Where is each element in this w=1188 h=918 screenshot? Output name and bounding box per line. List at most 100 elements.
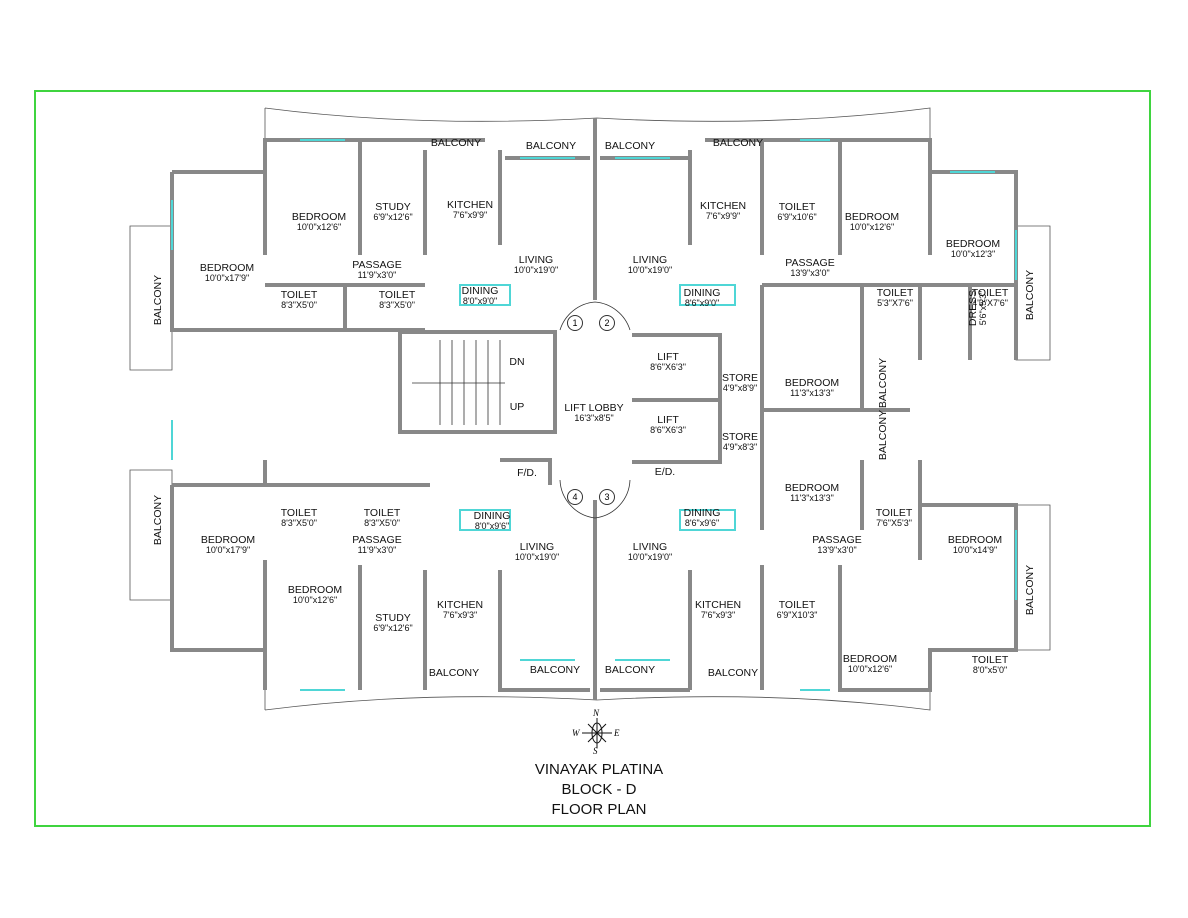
room-dimensions: 8'0"x5'0"	[972, 665, 1008, 675]
compass-east: E	[614, 728, 620, 738]
room-name: BALCONY	[525, 140, 577, 152]
room-label-balcony: BALCONY	[152, 495, 164, 545]
room-label-balcony: BALCONY	[1024, 564, 1036, 616]
flat-number-1: 1	[567, 315, 583, 331]
room-dimensions: 5'3"X7'6"	[877, 298, 913, 308]
block-name: BLOCK - D	[561, 781, 637, 798]
room-dimensions: 8'3"X5'0"	[379, 300, 415, 310]
room-dimensions: 8'0"x9'6"	[474, 521, 510, 531]
room-name: TOILET	[971, 287, 1009, 299]
room-name: BEDROOM	[291, 211, 347, 223]
room-dimensions: 11'9"x3'0"	[357, 270, 397, 280]
room-name: DN	[509, 356, 525, 368]
room-dimensions: 4'9"x8'9"	[722, 383, 758, 393]
room-dimensions: 10'0"x19'0"	[627, 552, 673, 562]
room-dimensions: 7'6"x9'3"	[442, 610, 478, 620]
room-name: BEDROOM	[842, 653, 898, 665]
room-name: DINING	[683, 507, 721, 519]
room-name: TOILET	[876, 287, 914, 299]
room-label-balcony: BALCONY	[1024, 269, 1036, 321]
room-dimensions: 6'9"x12'6"	[373, 623, 413, 633]
room-name: BEDROOM	[200, 534, 256, 546]
room-name: DINING	[461, 285, 499, 297]
room-name: BALCONY	[1024, 269, 1036, 321]
room-label-balcony: BALCONY	[877, 410, 889, 460]
room-dimensions: 4'3"X7'6"	[972, 298, 1008, 308]
room-dimensions: 10'0"x17'9"	[204, 273, 250, 283]
room-name: BALCONY	[604, 140, 656, 152]
room-name: BALCONY	[152, 274, 164, 326]
room-label-balcony: BALCONY	[430, 137, 482, 149]
room-name: BALCONY	[430, 137, 482, 149]
room-name: BEDROOM	[947, 534, 1003, 546]
room-dimensions: 10'0"x19'0"	[627, 265, 673, 275]
walls	[170, 118, 1018, 700]
room-name: TOILET	[875, 507, 913, 519]
room-name: STORE	[722, 431, 758, 443]
room-dimensions: 11'9"x3'0"	[357, 545, 397, 555]
room-label-e-d: E/D.	[655, 467, 675, 478]
compass-west: W	[572, 728, 580, 738]
room-dimensions: 11'3"x13'3"	[790, 388, 834, 398]
room-label-balcony: BALCONY	[525, 140, 577, 152]
room-dimensions: 13'9"x3'0"	[790, 268, 830, 278]
room-dimensions: 4'9"x8'3"	[722, 442, 758, 452]
room-dimensions: 10'0"x12'6"	[296, 222, 342, 232]
room-name: BALCONY	[604, 664, 656, 676]
project-name: VINAYAK PLATINA	[534, 761, 664, 778]
room-name: LIFT	[657, 351, 679, 363]
room-dimensions: 8'0"x9'0"	[462, 296, 498, 306]
room-label-balcony: BALCONY	[604, 664, 656, 676]
room-dimensions: 11'3"x13'3"	[790, 493, 834, 503]
room-dimensions: 10'0"x14'9"	[952, 545, 998, 555]
room-name: LIFT LOBBY	[564, 402, 624, 414]
room-name: BALCONY	[1024, 564, 1036, 616]
room-label-balcony: BALCONY	[152, 274, 164, 326]
room-dimensions: 6'9"X10'3"	[776, 610, 818, 620]
drawing-title: FLOOR PLAN	[551, 801, 647, 818]
room-label-balcony: BALCONY	[429, 668, 479, 679]
room-name: PASSAGE	[812, 534, 862, 546]
room-dimensions: 7'6"x9'9"	[452, 210, 488, 220]
room-name: LIFT	[657, 414, 679, 426]
room-name: KITCHEN	[446, 199, 494, 211]
room-dimensions: 6'9"x10'6"	[777, 212, 817, 222]
room-name: UP	[509, 401, 525, 413]
room-name: LIVING	[632, 541, 668, 553]
room-name: TOILET	[778, 599, 816, 611]
room-dimensions: 8'6"x9'0"	[684, 298, 720, 308]
room-name: PASSAGE	[785, 257, 835, 269]
room-dimensions: 10'0"x12'6"	[847, 664, 893, 674]
room-name: DINING	[473, 510, 511, 522]
compass-north: N	[593, 708, 600, 718]
room-name: TOILET	[363, 507, 401, 519]
room-dimensions: 10'0"x19'0"	[513, 265, 559, 275]
flat-number-4: 4	[567, 489, 583, 505]
room-name: KITCHEN	[436, 599, 484, 611]
room-name: BEDROOM	[784, 482, 840, 494]
room-dimensions: 10'0"x12'3"	[950, 249, 996, 259]
